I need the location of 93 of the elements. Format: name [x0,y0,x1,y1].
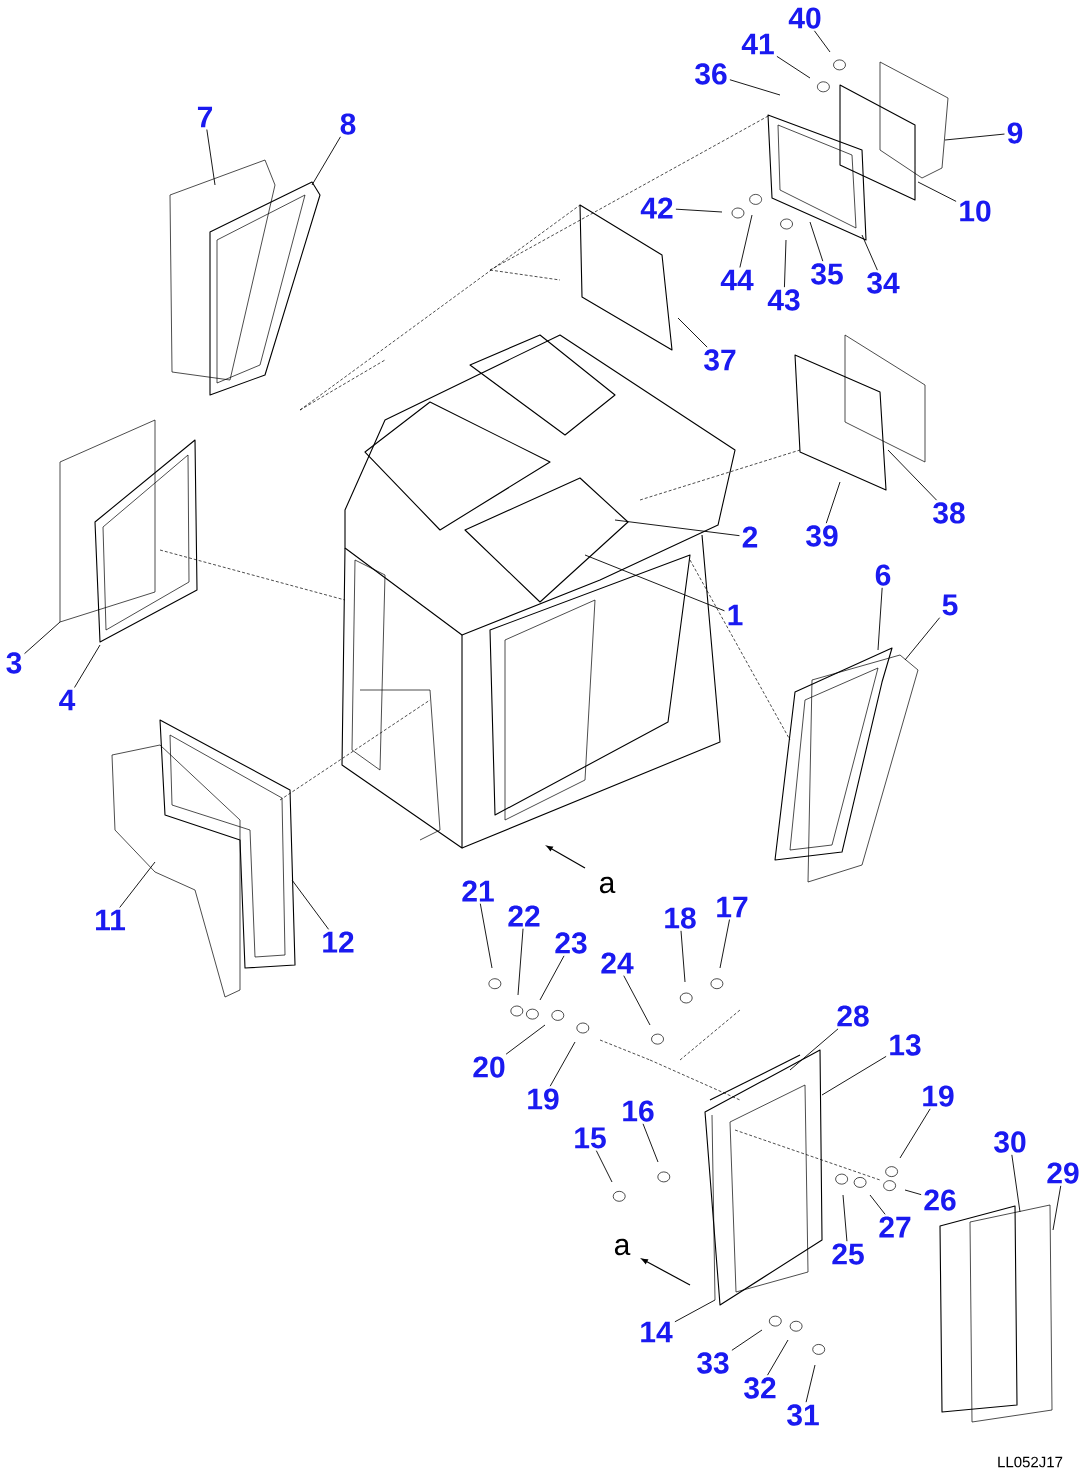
leader-line [24,621,61,655]
callout-number: 32 [744,1377,776,1399]
callout-number: 16 [623,1100,654,1122]
leader-line [821,1055,887,1096]
drawing-code: LL052J17 [998,1456,1063,1468]
callout-number: 41 [741,33,774,55]
callout-number: 15 [575,1127,606,1149]
callout-number: 43 [767,289,800,311]
callout-number: 35 [811,263,843,285]
callout-number: 4 [59,689,76,711]
callout-number: 27 [879,1216,911,1238]
leader-line [739,214,753,268]
leader-line [1052,1185,1062,1231]
callout-number: 22 [508,905,540,927]
callout-number: 29 [1047,1162,1079,1184]
leader-line [805,1364,816,1403]
leader-line [642,1123,659,1163]
leader-line [789,1028,839,1071]
leader-line [917,181,957,202]
callout-number: 34 [867,272,900,294]
callout-number: 11 [96,909,126,931]
callout-number: 9 [1007,122,1023,144]
callout-number: 19 [528,1088,559,1110]
leader-line [784,239,787,288]
callout-number: 2 [742,526,758,548]
leader-line [623,975,651,1026]
leader-line [825,481,841,524]
leader-line [539,955,565,1001]
callout-number: 30 [994,1131,1026,1153]
callout-number: 36 [695,63,727,85]
leader-line [767,1339,789,1376]
leader-line [614,519,740,537]
callout-number: 17 [717,896,748,918]
leader-line [861,234,878,271]
callout-number: 12 [323,931,354,953]
callout-number: 6 [875,564,891,586]
leader-line [776,55,811,79]
callout-number: 37 [704,349,736,371]
callout-number: 44 [720,269,754,291]
leader-line [291,879,330,930]
leader-line [595,1150,613,1183]
leader-line [899,1108,931,1159]
leader-line [729,79,781,96]
leader-line [311,136,341,186]
callout-number: 13 [890,1034,921,1056]
callout-number: 33 [697,1352,729,1374]
callout-number: 19 [923,1085,954,1107]
callout-number: 31 [787,1404,819,1426]
leader-line [1011,1154,1021,1213]
view-mark-label: a [614,1238,631,1256]
leader-line [479,903,493,969]
callout-number: 24 [601,952,634,974]
callout-number: 18 [665,907,696,929]
leader-line [680,930,686,983]
leader-line [904,1189,922,1196]
leader-line [842,1194,848,1242]
leader-line [584,554,725,612]
leader-line [904,617,941,661]
callout-number: 5 [942,594,958,616]
callout-number: 39 [806,525,838,547]
leader-line [869,1194,886,1215]
leader-line [887,449,938,501]
callout-number: 28 [837,1005,869,1027]
leader-line [119,861,156,908]
leader-line [877,587,883,651]
leader-line [809,221,824,262]
view-mark-label: a [599,876,616,894]
leader-line [674,1299,716,1323]
callout-number: 14 [641,1321,673,1343]
callout-number: 40 [788,7,821,29]
callout-number: 1 [728,604,743,626]
callout-number: 21 [462,880,494,902]
leader-line [549,1041,576,1087]
callout-number: 38 [933,502,965,524]
leader-line [517,928,524,996]
leader-line [813,30,831,53]
leader-line [206,129,216,186]
callout-number: 20 [473,1056,505,1078]
callout-number: 8 [340,113,356,135]
leader-line [675,208,723,213]
callout-number: 10 [960,200,991,222]
callout-number: 26 [924,1189,956,1211]
callout-number: 42 [640,197,673,219]
leader-line [944,133,1005,141]
callout-number: 7 [197,106,213,128]
callout-number: 25 [832,1243,864,1265]
leader-line [677,317,708,348]
callout-number: 3 [6,652,22,674]
leader-line [74,644,101,688]
leader-line [719,919,730,969]
leader-line [505,1024,546,1055]
leader-line [731,1329,763,1351]
callout-number: 23 [555,932,587,954]
